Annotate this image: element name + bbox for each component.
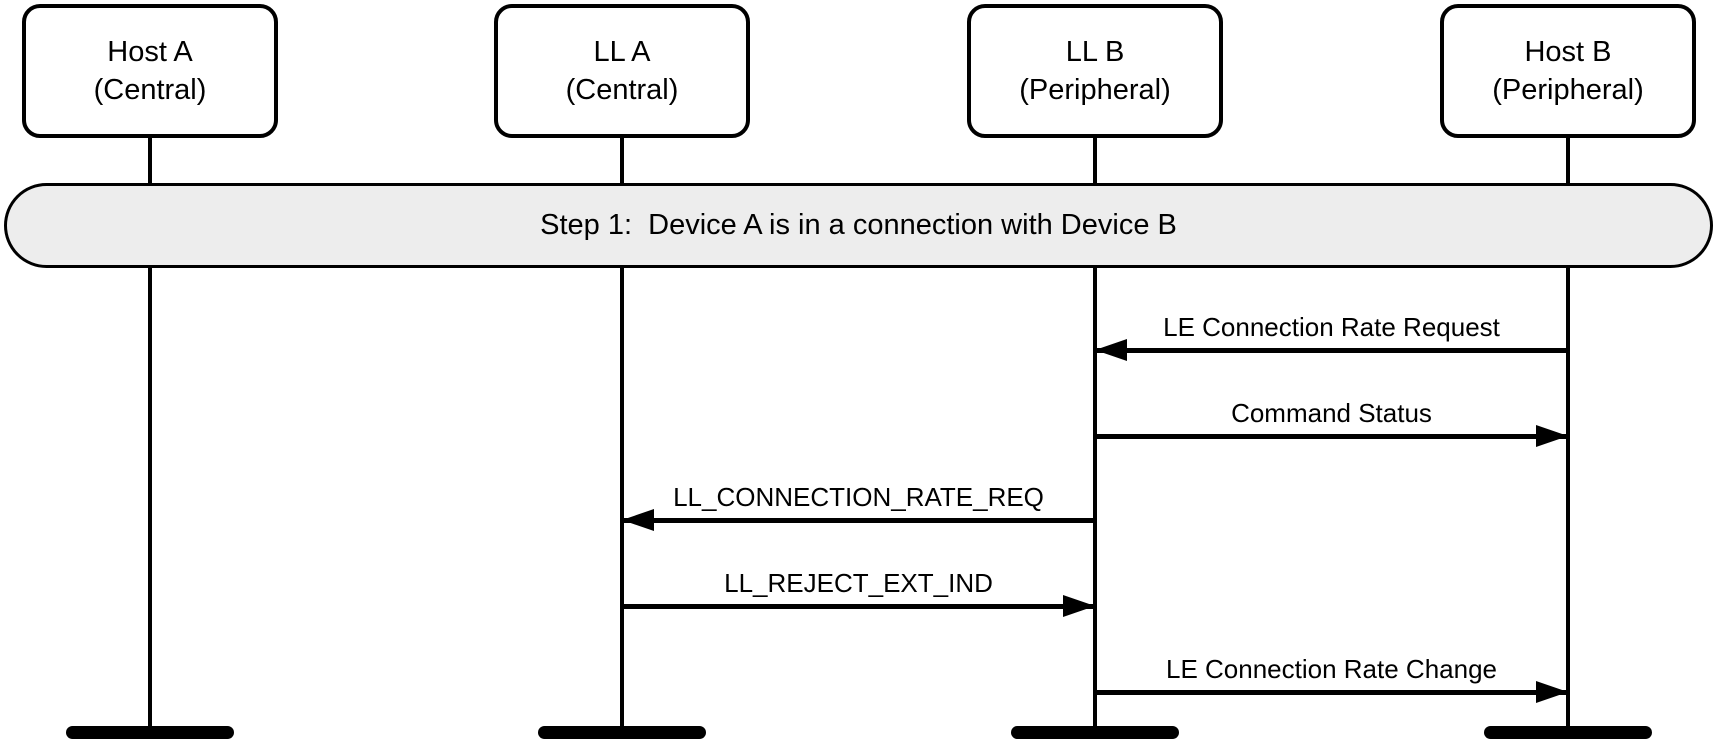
arrowhead-right-icon [1536,681,1568,703]
lifeline-head-ll-a: LL A (Central) [494,4,750,138]
arrowhead-right-icon [1536,425,1568,447]
message-label: LL_CONNECTION_RATE_REQ [673,482,1044,512]
lifeline-role: (Central) [93,74,207,106]
lifeline-head-host-b: Host B (Peripheral) [1440,4,1696,138]
lifeline-role: (Peripheral) [1019,74,1171,106]
lifeline-name: LL B [1065,36,1125,68]
lifeline-name: Host A [107,36,193,68]
lifeline-ll-a [620,137,624,734]
lifeline-terminator [1011,726,1179,739]
message-le-connection-rate-request: LE Connection Rate Request [1095,312,1568,361]
message-label: LE Connection Rate Change [1165,654,1497,684]
lifeline-head-ll-b: LL B (Peripheral) [967,4,1223,138]
lifeline-terminator [538,726,706,739]
message-command-status: Command Status [1095,398,1568,447]
message-label: LL_REJECT_EXT_IND [724,568,993,598]
lifeline-role: (Central) [565,74,679,106]
lifeline-head-host-a: Host A (Central) [22,4,278,138]
message-le-connection-rate-change: LE Connection Rate Change [1095,654,1568,703]
arrowhead-left-icon [622,509,654,531]
lifeline-host-b [1566,137,1570,734]
lifeline-name: LL A [593,36,651,68]
lifeline-terminator [66,726,234,739]
arrowhead-right-icon [1063,595,1095,617]
message-ll-reject-ext-ind: LL_REJECT_EXT_IND [622,568,1095,617]
message-label: LE Connection Rate Request [1163,312,1500,342]
step-banner: Step 1: Device A is in a connection with… [4,183,1713,268]
arrowhead-left-icon [1095,339,1127,361]
step-banner-label: Step 1: Device A is in a connection with… [540,209,1177,241]
lifeline-role: (Peripheral) [1492,74,1644,106]
message-label: Command Status [1231,398,1432,428]
message-ll-connection-rate-req: LL_CONNECTION_RATE_REQ [622,482,1095,531]
lifeline-terminator [1484,726,1652,739]
lifeline-host-a [148,137,152,734]
lifeline-name: Host B [1524,36,1612,68]
